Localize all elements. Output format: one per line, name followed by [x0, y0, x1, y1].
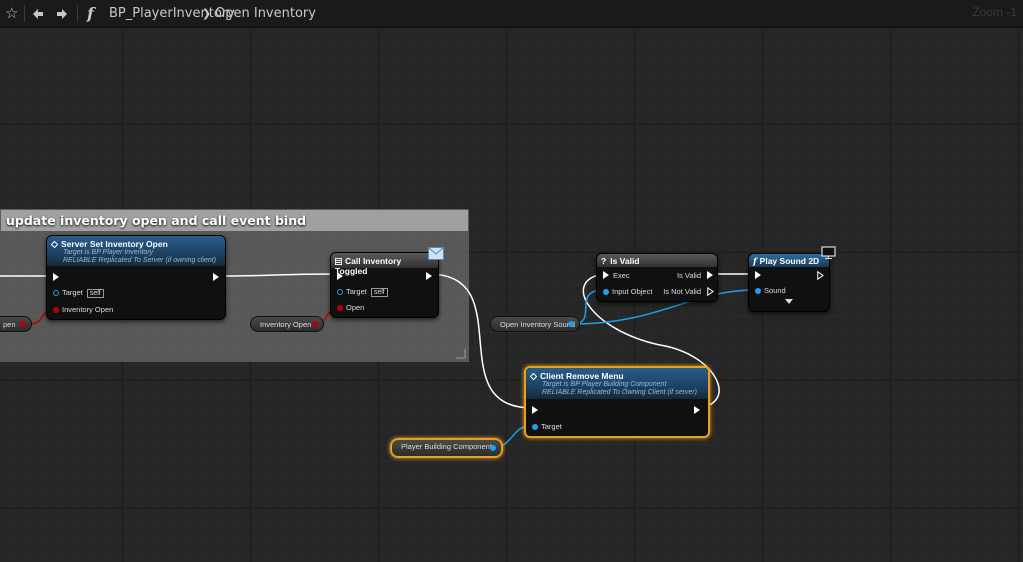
exec-out-pin[interactable] [426, 272, 432, 280]
input-object-pin[interactable]: Input Object [603, 287, 652, 296]
function-icon: f [87, 4, 94, 23]
exec-pin-label: Exec [613, 271, 630, 280]
variable-player-building-component[interactable]: Player Building Component [390, 438, 503, 458]
comment-title[interactable]: update inventory open and call event bin… [1, 210, 468, 231]
target-self-field[interactable]: self [86, 289, 104, 298]
node-server-set-inventory-open[interactable]: Server Set Inventory Open Target is BP P… [46, 235, 226, 320]
object-pin-icon [337, 289, 343, 296]
node-header: Server Set Inventory Open Target is BP P… [47, 236, 225, 266]
object-pin-icon [53, 290, 59, 297]
toolbar-divider [77, 5, 78, 22]
event-dispatcher-envelope-icon [428, 247, 444, 260]
object-pin-icon [532, 424, 538, 431]
is-not-valid-pin-label: Is Not Valid [663, 287, 701, 296]
exec-out-pin[interactable] [694, 406, 700, 414]
object-pin-icon[interactable] [490, 445, 496, 451]
exec-in-pin[interactable] [603, 271, 609, 279]
breadcrumb-function[interactable]: Open Inventory [215, 6, 316, 21]
graph-toolbar: ☆ f BP_PlayerInventory ❯ Open Inventory … [0, 0, 1023, 28]
advanced-expand-arrow-icon[interactable] [785, 299, 793, 305]
target-self-field[interactable]: self [370, 288, 388, 297]
open-pin[interactable]: Open [337, 303, 364, 312]
node-title: Play Sound 2D [759, 256, 820, 266]
node-title: Is Valid [610, 256, 640, 266]
pin-label: Target [62, 288, 83, 297]
exec-out-pin[interactable] [213, 273, 219, 281]
node-subtitle: RELIABLE Replicated To Owning Client (if… [542, 389, 697, 396]
node-header: Client Remove Menu Target is BP Player B… [526, 368, 708, 399]
macro-question-icon: ? [601, 256, 607, 266]
dispatcher-list-icon [335, 258, 342, 266]
object-pin-icon[interactable] [568, 321, 574, 327]
event-diamond-icon [530, 373, 537, 381]
exec-in-pin[interactable] [755, 271, 761, 279]
is-valid-exec-out-pin[interactable] [707, 271, 713, 279]
is-not-valid-exec-out-pin[interactable] [707, 287, 714, 296]
pin-label: Input Object [612, 287, 653, 296]
bool-pin-icon [337, 305, 343, 312]
pin-label: Target [346, 287, 367, 296]
node-is-valid[interactable]: ?Is Valid Exec Is Valid Input Object Is … [596, 253, 718, 302]
variable-label: Open Inventory Sound [500, 320, 576, 329]
variable-label: Inventory Open [260, 320, 312, 329]
node-title: Server Set Inventory Open [61, 239, 168, 249]
comment-resize-handle[interactable] [456, 349, 466, 359]
favorite-star-icon[interactable]: ☆ [5, 4, 19, 22]
variable-label: Player Building Component [401, 442, 492, 451]
pin-label: Open [346, 303, 365, 312]
node-header: Call Inventory Toggled [331, 253, 438, 276]
inventory-open-pin[interactable]: Inventory Open [53, 305, 113, 314]
target-pin[interactable]: Target [532, 422, 562, 431]
bool-pin-icon[interactable] [20, 321, 26, 327]
exec-in-pin[interactable] [337, 272, 343, 280]
object-pin-icon [603, 289, 609, 296]
node-title: Client Remove Menu [540, 371, 624, 381]
breadcrumb-chevron-icon: ❯ [202, 7, 212, 20]
sound-pin[interactable]: Sound [755, 286, 786, 295]
node-header: ?Is Valid [597, 254, 717, 267]
breadcrumb-blueprint[interactable]: BP_PlayerInventory [109, 6, 235, 21]
variable-inventory-open[interactable]: Inventory Open [250, 316, 324, 332]
node-subtitle: Target is BP Player Building Component [542, 381, 667, 388]
pin-label: Sound [764, 286, 786, 295]
node-subtitle: RELIABLE Replicated To Server (if owning… [63, 257, 217, 264]
pin-label: Target [541, 422, 562, 431]
variable-open-inventory-sound[interactable]: Open Inventory Sound [490, 316, 580, 332]
is-valid-pin-label: Is Valid [676, 271, 701, 280]
pin-label: Inventory Open [62, 305, 114, 314]
node-title: Call Inventory Toggled [335, 256, 402, 276]
exec-in-pin[interactable] [53, 273, 59, 281]
forward-arrow-icon[interactable] [56, 0, 68, 27]
function-icon: f [753, 257, 757, 267]
exec-in-pin[interactable] [532, 406, 538, 414]
exec-out-pin[interactable] [817, 271, 824, 280]
node-subtitle: Target is BP Player Inventory [63, 249, 154, 256]
object-pin-icon [755, 288, 761, 295]
back-arrow-icon[interactable] [32, 0, 44, 27]
bool-pin-icon [53, 307, 59, 314]
variable-inventory-open-left[interactable]: pen [0, 316, 32, 332]
toolbar-divider [24, 5, 25, 22]
bool-pin-icon[interactable] [312, 321, 318, 327]
zoom-level: Zoom -1 [972, 5, 1017, 19]
variable-label: pen [3, 320, 16, 329]
monitor-icon [821, 246, 836, 259]
node-client-remove-menu[interactable]: Client Remove Menu Target is BP Player B… [524, 366, 710, 438]
event-diamond-icon [51, 241, 58, 249]
